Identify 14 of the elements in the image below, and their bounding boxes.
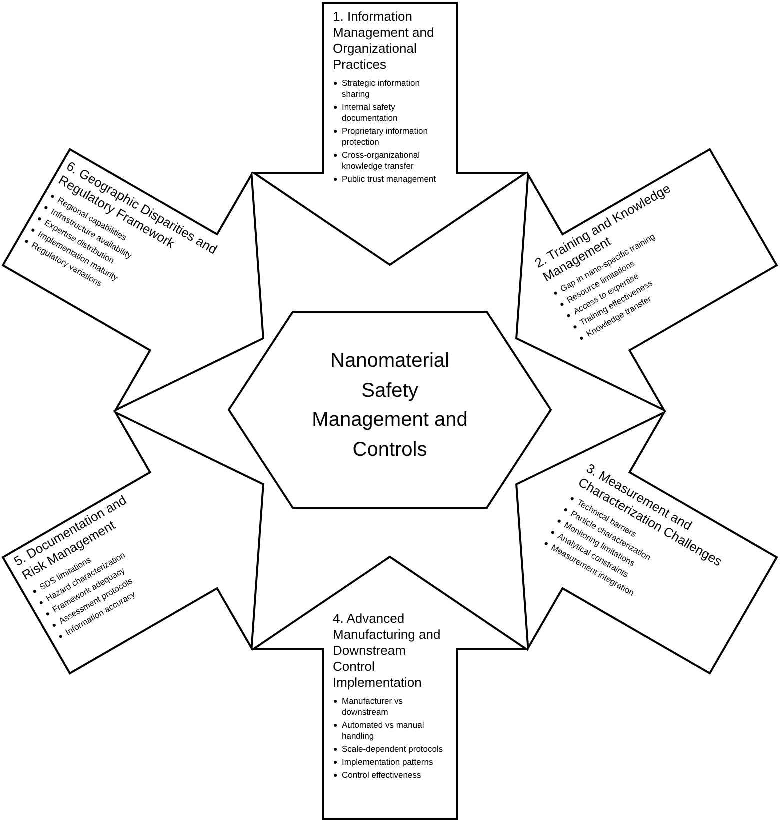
- section-heading: 4. Advanced Manufacturing and Downstream Control Implementation: [333, 611, 442, 691]
- bullet-point: Implementation patterns: [333, 757, 445, 768]
- bullet-point: Public trust management: [333, 174, 445, 185]
- bullet-point: Internal safety documentation: [333, 102, 445, 124]
- bullet-point: Automated vs manual handling: [333, 720, 445, 742]
- section-heading: 1. Information Management and Organizational Practices: [333, 9, 436, 73]
- bullet-point: Proprietary information protection: [333, 126, 445, 148]
- bullet-point: Manufacturer vs downstream: [333, 696, 445, 718]
- hub-title: Nanomaterial Safety Management and Controls: [311, 349, 469, 462]
- bullet-point: Cross-organizational knowledge transfer: [333, 150, 445, 172]
- bullet-point: Control effectiveness: [333, 770, 445, 781]
- hexagon: [229, 312, 551, 508]
- bullet-point: Scale-dependent protocols: [333, 744, 445, 755]
- bullet-point: Strategic information sharing: [333, 78, 445, 100]
